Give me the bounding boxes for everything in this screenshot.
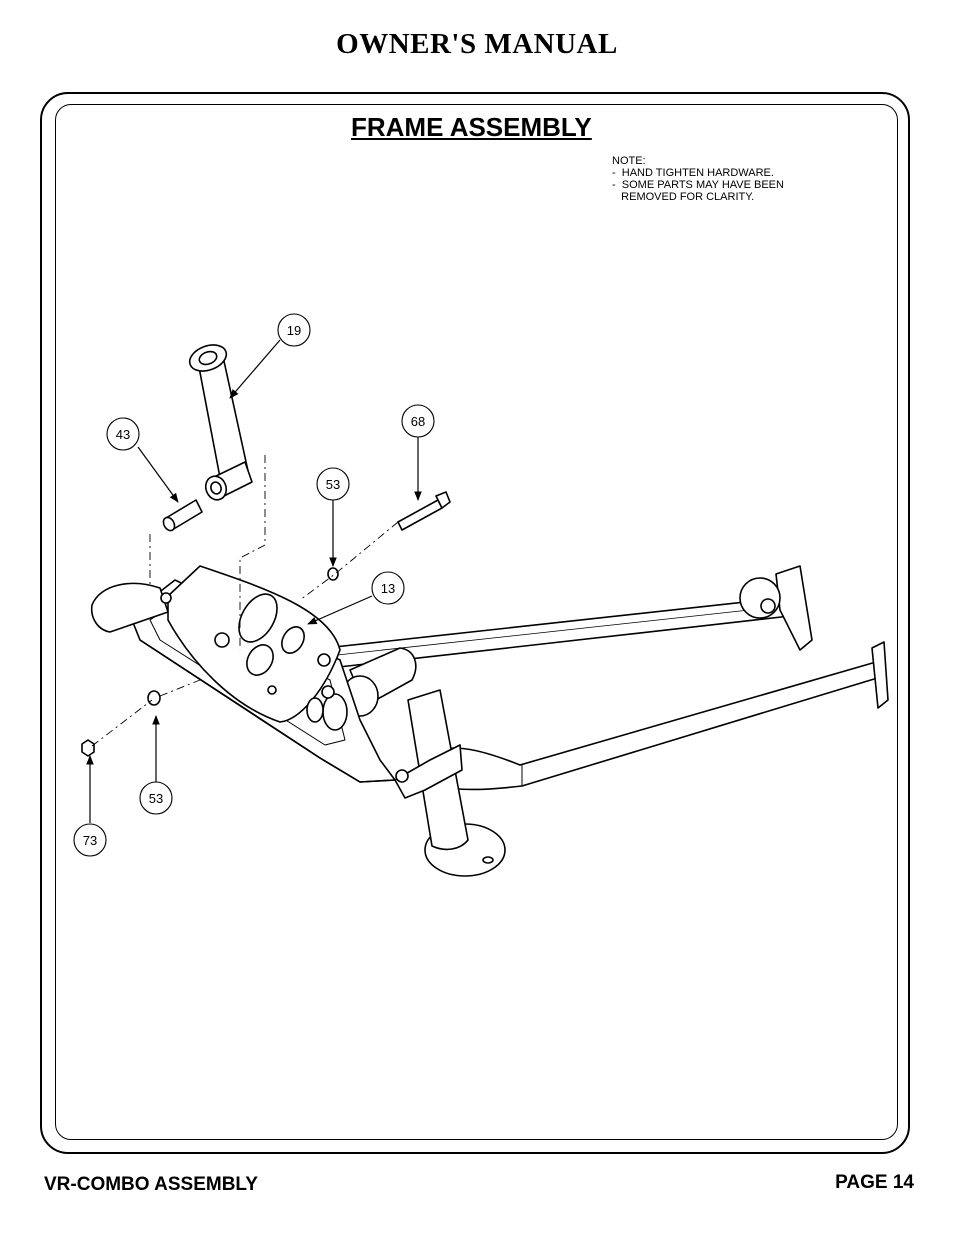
callout-19-label: 19	[287, 323, 301, 338]
callout-53-bottom	[139, 781, 173, 815]
callout-73	[73, 823, 107, 857]
callout-19	[277, 313, 311, 347]
foot-pad	[90, 582, 172, 633]
callout-43	[106, 417, 140, 451]
center-post	[341, 647, 506, 877]
part-68-bolt	[397, 491, 451, 531]
assembly-note: NOTE: - HAND TIGHTEN HARDWARE. - SOME PA…	[612, 155, 784, 203]
page-border-inner	[55, 104, 898, 1140]
manual-title: OWNER'S MANUAL	[336, 28, 618, 60]
footer-page-number: PAGE 14	[835, 1172, 914, 1193]
callout-13-label: 13	[381, 581, 395, 596]
callout-73-label: 73	[83, 833, 97, 848]
section-title: FRAME ASSEMBLY	[351, 112, 592, 142]
part-53-washer-bottom	[147, 690, 161, 706]
page-border-outer	[40, 92, 910, 1154]
callout-68-label: 68	[411, 414, 425, 429]
part-73-nut	[81, 739, 95, 757]
assembly-lines	[91, 455, 399, 747]
callout-43-label: 43	[116, 427, 130, 442]
callout-13	[371, 571, 405, 605]
callout-53-top	[316, 467, 350, 501]
footer-model: VR-COMBO ASSEMBLY	[44, 1174, 258, 1195]
plate-13	[167, 565, 341, 723]
callout-53-bottom-label: 53	[149, 791, 163, 806]
upper-rail	[324, 565, 813, 669]
part-43-spacer	[162, 499, 203, 532]
part-19-arm	[188, 344, 253, 501]
pulley-assembly	[267, 685, 348, 731]
lower-rail	[429, 641, 889, 791]
part-53-washer-top	[327, 567, 339, 581]
callout-53-top-label: 53	[326, 477, 340, 492]
callout-68	[401, 404, 435, 438]
